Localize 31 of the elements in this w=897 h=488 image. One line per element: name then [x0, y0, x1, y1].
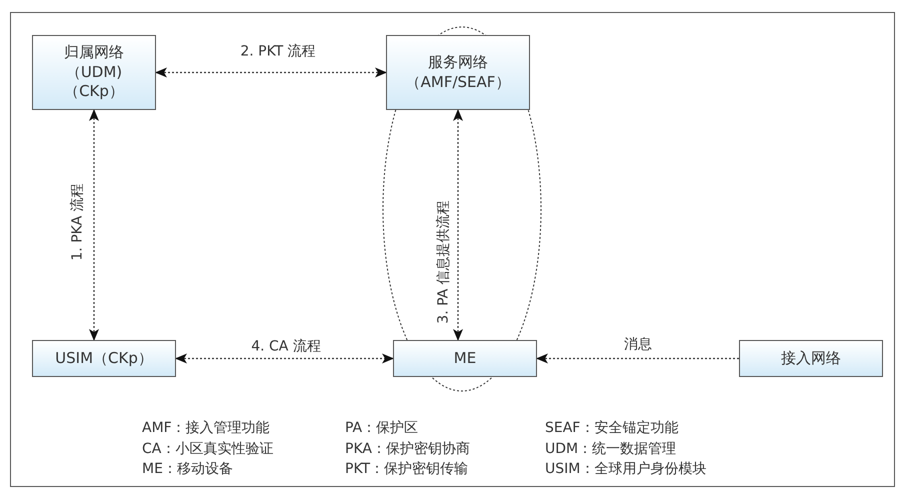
node-text: （AMF/SEAF） — [406, 72, 510, 92]
abbreviation-note: CA：小区真实性验证 — [142, 441, 274, 458]
arrow — [536, 354, 739, 364]
abbreviation-note: ME：移动设备 — [142, 461, 233, 478]
edge-label: 2. PKT 流程 — [238, 44, 318, 60]
network-box — [386, 35, 530, 110]
node-text: USIM（CKp） — [55, 348, 153, 368]
node-text: ME — [454, 348, 476, 368]
arrow — [155, 68, 387, 78]
edge-label: 消息 — [622, 336, 654, 354]
edge-label: 4. CA 流程 — [249, 338, 323, 356]
abbreviation-note: PKA：保护密钥协商 — [345, 441, 470, 458]
network-box — [32, 340, 176, 377]
node-text: 归属网络 — [64, 43, 124, 63]
node-text: 服务网络 — [428, 53, 488, 72]
arrow — [453, 109, 463, 341]
arrow — [175, 354, 394, 364]
network-box — [32, 35, 156, 110]
arrow — [89, 109, 99, 341]
abbreviation-note: SEAF：安全锚定功能 — [545, 420, 678, 437]
abbreviation-note: PA：保护区 — [345, 420, 418, 437]
network-box — [739, 340, 883, 377]
abbreviation-note: UDM：统一数据管理 — [545, 441, 676, 458]
node-text: （UDM) — [66, 62, 122, 82]
node-text: 接入网络 — [781, 348, 841, 368]
network-box — [393, 340, 537, 377]
abbreviation-note: PKT：保护密钥传输 — [345, 461, 468, 478]
abbreviation-note: USIM：全球用户身份模块 — [545, 461, 706, 478]
abbreviation-note: AMF：接入管理功能 — [142, 420, 270, 437]
node-text: （CKp） — [64, 82, 124, 102]
edge-label: 3. PA 信息提供流程 — [436, 198, 452, 326]
